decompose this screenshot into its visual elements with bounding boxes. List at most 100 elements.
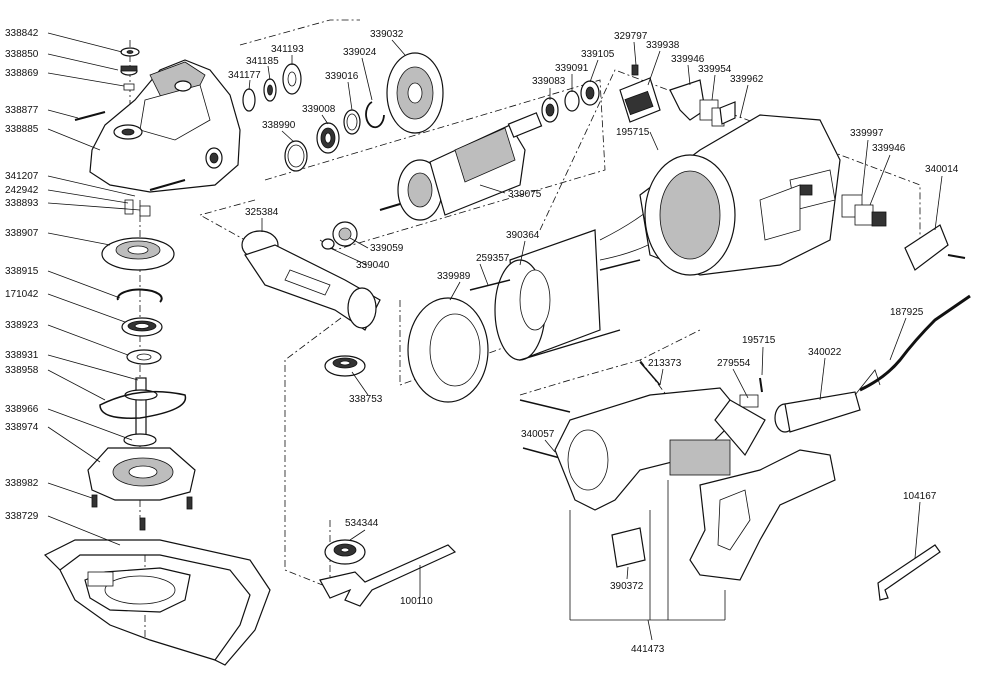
label-338923: 338923 (5, 320, 39, 331)
leader-line (449, 281, 461, 301)
label-104167: 104167 (903, 491, 937, 502)
leader-line (47, 32, 123, 53)
leader-line (347, 81, 353, 111)
label-339938: 339938 (646, 40, 680, 51)
label-339032: 339032 (370, 29, 404, 40)
motor-housing (639, 114, 841, 276)
leader-line (351, 371, 369, 396)
leader-line (659, 368, 664, 386)
leader-line (626, 566, 629, 580)
field-and-fan (407, 199, 671, 403)
label-341185: 341185 (246, 56, 279, 67)
label-339997: 339997 (850, 128, 884, 139)
brush-parts (619, 64, 966, 271)
leader-line (47, 189, 129, 204)
label-340014: 340014 (925, 164, 959, 175)
label-339008: 339008 (302, 104, 336, 115)
leader-line (47, 270, 121, 299)
side-handle (241, 230, 381, 331)
label-338729: 338729 (5, 511, 39, 522)
leader-line (47, 109, 79, 119)
part-labels: 338842 338850 338869 338877 338885 34120… (5, 28, 959, 655)
label-339962: 339962 (730, 74, 764, 85)
label-341177: 341177 (228, 70, 261, 81)
wheel-guard (43, 539, 271, 666)
leader-line (819, 357, 826, 401)
label-338931: 338931 (5, 350, 39, 361)
leader-line (47, 354, 139, 381)
label-339989: 339989 (437, 271, 471, 282)
label-338915: 338915 (5, 266, 39, 277)
leader-line (47, 369, 106, 401)
leader-line (544, 439, 556, 453)
label-259357: 259357 (476, 253, 510, 264)
label-534344: 534344 (345, 518, 379, 529)
label-338893: 338893 (5, 198, 39, 209)
leader-line (711, 74, 716, 101)
leader-line (47, 202, 141, 211)
leader-line (934, 175, 943, 231)
leader-line (47, 408, 133, 441)
flange-and-spanner (319, 355, 457, 607)
label-325384: 325384 (245, 207, 279, 218)
leader-lines (47, 32, 943, 598)
label-279554: 279554 (717, 358, 751, 369)
leader-line (361, 57, 373, 101)
label-195715-top: 195715 (616, 127, 650, 138)
leader-line (47, 293, 126, 323)
drive-train-parts (242, 52, 600, 250)
leader-line (914, 501, 921, 559)
leader-line (248, 79, 251, 91)
label-339946-top: 339946 (671, 54, 705, 65)
leader-line (739, 84, 749, 119)
leader-line (589, 59, 599, 83)
label-338842: 338842 (5, 28, 39, 39)
label-441473: 441473 (631, 644, 665, 655)
label-338907: 338907 (5, 228, 39, 239)
leader-line (761, 346, 764, 376)
leader-line (391, 39, 406, 56)
label-338958: 338958 (5, 365, 39, 376)
label-339091: 339091 (555, 63, 589, 74)
label-341207: 341207 (5, 171, 39, 182)
label-339105: 339105 (581, 49, 615, 60)
label-187925: 187925 (890, 307, 924, 318)
leader-line (47, 515, 121, 546)
label-339946-right: 339946 (872, 143, 906, 154)
label-338877: 338877 (5, 105, 39, 116)
gear-head-assembly (74, 47, 241, 531)
label-341193: 341193 (271, 44, 304, 55)
label-338885: 338885 (5, 124, 39, 135)
label-339059: 339059 (370, 243, 404, 254)
leader-line (889, 317, 907, 361)
label-171042: 171042 (5, 289, 39, 300)
leader-line (519, 240, 526, 266)
leader-line (47, 53, 119, 71)
label-195715-bottom: 195715 (742, 335, 776, 346)
bracket-441473 (569, 480, 726, 641)
leader-line (47, 175, 136, 197)
leader-line (869, 154, 891, 206)
label-100110: 100110 (400, 596, 433, 607)
label-213373: 213373 (648, 358, 682, 369)
label-340057: 340057 (521, 429, 555, 440)
leader-line (47, 232, 111, 246)
label-339075: 339075 (508, 189, 542, 200)
leader-line (732, 368, 749, 399)
leader-line (479, 263, 489, 286)
leader-line (47, 426, 101, 463)
label-339083: 339083 (532, 76, 566, 87)
label-390372: 390372 (610, 581, 644, 592)
label-329797: 329797 (614, 31, 648, 42)
leader-line (349, 237, 369, 249)
label-338990: 338990 (262, 120, 296, 131)
label-338869: 338869 (5, 68, 39, 79)
rear-handle-assembly (519, 294, 971, 601)
label-338753: 338753 (349, 394, 383, 405)
leader-line (647, 50, 661, 86)
leader-line (281, 130, 295, 143)
leader-line (861, 139, 869, 196)
label-338966: 338966 (5, 404, 39, 415)
leader-line (633, 41, 637, 66)
label-339040: 339040 (356, 260, 390, 271)
